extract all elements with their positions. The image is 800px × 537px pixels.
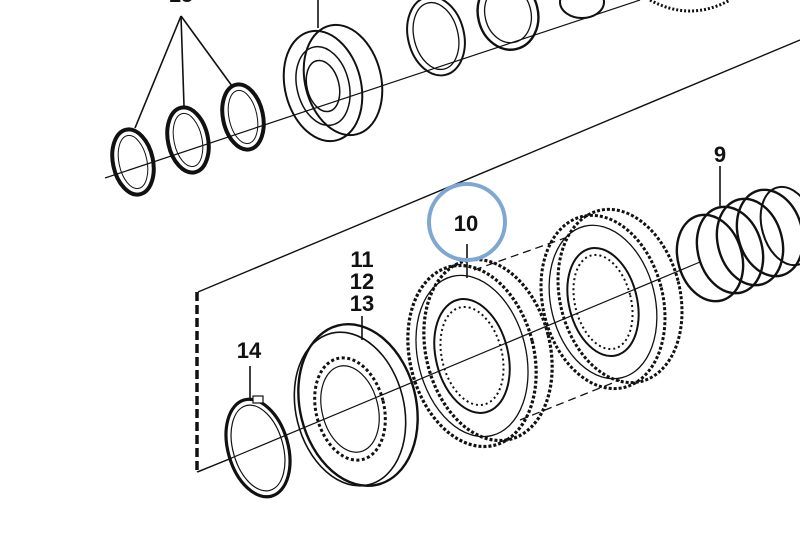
upper-shaft-assembly bbox=[104, 0, 731, 197]
bearing bbox=[282, 0, 384, 143]
leader-15 bbox=[134, 15, 233, 129]
o-ring-right bbox=[220, 82, 266, 152]
callout-14: 14 bbox=[237, 338, 262, 363]
snap-ring-14 bbox=[224, 395, 292, 499]
callout-12: 12 bbox=[350, 269, 374, 294]
callout-15: 15 bbox=[169, 0, 193, 7]
o-ring-left bbox=[110, 127, 156, 197]
callout-9: 9 bbox=[714, 142, 726, 167]
plate-11-12-13 bbox=[293, 323, 419, 487]
small-ring bbox=[559, 0, 605, 19]
o-ring-middle bbox=[165, 105, 211, 175]
callout-10: 10 bbox=[454, 211, 478, 236]
seal-ring bbox=[476, 0, 540, 51]
lower-axis-line bbox=[197, 261, 701, 473]
callout-13: 13 bbox=[350, 291, 374, 316]
clutch-pack-outline bbox=[195, 39, 800, 473]
gear-edge-top bbox=[649, 0, 731, 13]
spring-9 bbox=[675, 185, 800, 303]
callout-11: 11 bbox=[350, 247, 373, 272]
stack-dashed-lines bbox=[473, 237, 621, 421]
highlight-circle bbox=[427, 182, 507, 262]
clutch-disc-second bbox=[539, 207, 684, 391]
thrust-washer bbox=[406, 0, 466, 77]
